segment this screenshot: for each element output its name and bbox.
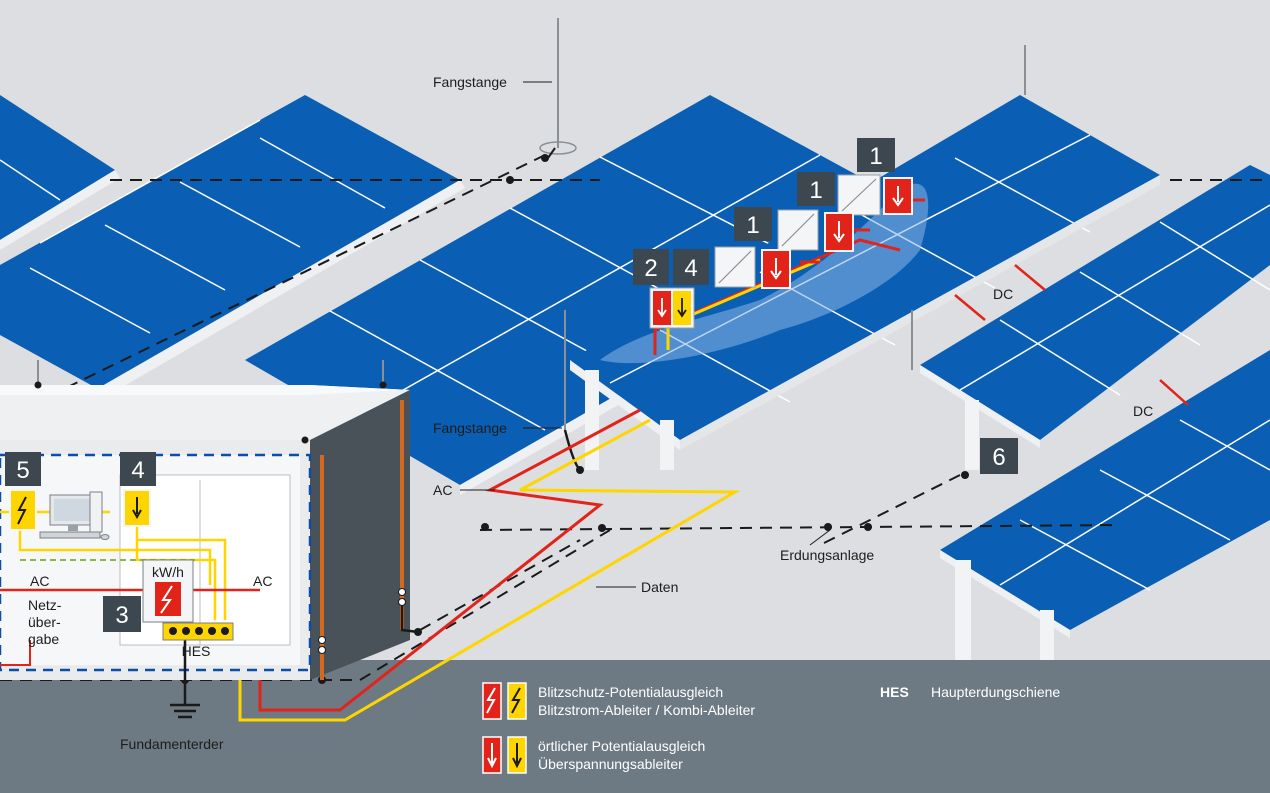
pv-array-right — [920, 165, 1270, 470]
labels: Fangstange Fangstange AC Daten Erdungsan… — [28, 74, 1153, 752]
field-cables — [238, 408, 741, 722]
legend-icon-arrow-yellow — [507, 736, 527, 774]
badge-6: 6 — [992, 444, 1005, 471]
badge-4-field: 4 — [684, 255, 697, 282]
hes-busbar — [162, 622, 234, 641]
inverter-1 — [837, 174, 913, 216]
badge-4-house-bg — [120, 452, 156, 486]
rod-top-base — [539, 141, 577, 159]
pv-array-right-front — [940, 350, 1270, 660]
label-netz-3: gabe — [28, 631, 59, 647]
label-erdungsanlage: Erdungsanlage — [780, 547, 874, 563]
label-dc-2: DC — [1133, 403, 1153, 419]
label-hes-bar: HES — [182, 643, 211, 659]
label-ac-left: AC — [30, 573, 49, 589]
badge-1b: 1 — [809, 177, 822, 204]
ground-band — [0, 660, 1270, 793]
lightning-rods — [37, 18, 1026, 430]
legend-hes-abbr: HES — [880, 684, 909, 700]
label-fangstange-mid: Fangstange — [433, 420, 507, 436]
legend-hes-desc: Haupterdungschiene — [931, 684, 1060, 700]
badge-5: 5 — [16, 457, 29, 484]
legend: Blitzschutz-Potentialausgleich Blitzstro… — [482, 682, 1060, 774]
badge-2-bg — [633, 249, 669, 285]
label-fundamenterder: Fundamenterder — [120, 736, 224, 752]
badge-1a-bg — [857, 138, 895, 172]
house-spd-surge — [123, 489, 151, 527]
badge-2: 2 — [644, 255, 657, 282]
badge-1c-bg — [734, 207, 772, 241]
label-netz-2: über- — [28, 614, 61, 630]
badge-1b-bg — [797, 172, 835, 206]
badge-3-bg — [103, 596, 141, 632]
pv-array-upper-left — [0, 95, 465, 400]
inverters — [649, 174, 913, 329]
label-ac-right: AC — [253, 573, 272, 589]
badges: 1 1 1 2 4 5 4 3 6 — [5, 138, 1018, 632]
field-combiner-box — [649, 287, 695, 329]
label-kwh: kW/h — [152, 564, 184, 580]
label-netz-1: Netz- — [28, 597, 62, 613]
legend-row2-line1: örtlicher Potentialausgleich — [538, 738, 705, 754]
badge-3: 3 — [115, 602, 128, 629]
kwh-meter — [142, 559, 194, 623]
label-dc-1: DC — [993, 286, 1013, 302]
legend-icon-lightning-yellow — [507, 682, 527, 720]
badge-4-field-bg — [673, 249, 709, 285]
badge-5-bg — [5, 452, 41, 486]
inverter-3 — [714, 246, 791, 289]
pv-array-far-left — [0, 95, 120, 250]
computer — [39, 491, 110, 540]
dc-markers — [954, 264, 1189, 406]
legend-row1-line2: Blitzstrom-Ableiter / Kombi-Ableiter — [538, 702, 755, 718]
legend-row2-line2: Überspannungsableiter — [538, 755, 683, 772]
rod-mid-down-conductor — [563, 429, 581, 471]
badge-1c: 1 — [746, 212, 759, 239]
legend-icon-lightning-red — [482, 682, 502, 720]
legend-icon-arrow-red — [482, 736, 502, 774]
badge-4-house: 4 — [131, 457, 144, 484]
badge-1a: 1 — [869, 143, 882, 170]
badge-6-bg — [980, 438, 1018, 474]
label-daten: Daten — [641, 579, 678, 595]
house-spd-lightning — [9, 489, 37, 531]
legend-row1-line1: Blitzschutz-Potentialausgleich — [538, 684, 723, 700]
inverter-2 — [777, 209, 854, 252]
label-fangstange-top: Fangstange — [433, 74, 507, 90]
label-ac-field: AC — [433, 482, 452, 498]
